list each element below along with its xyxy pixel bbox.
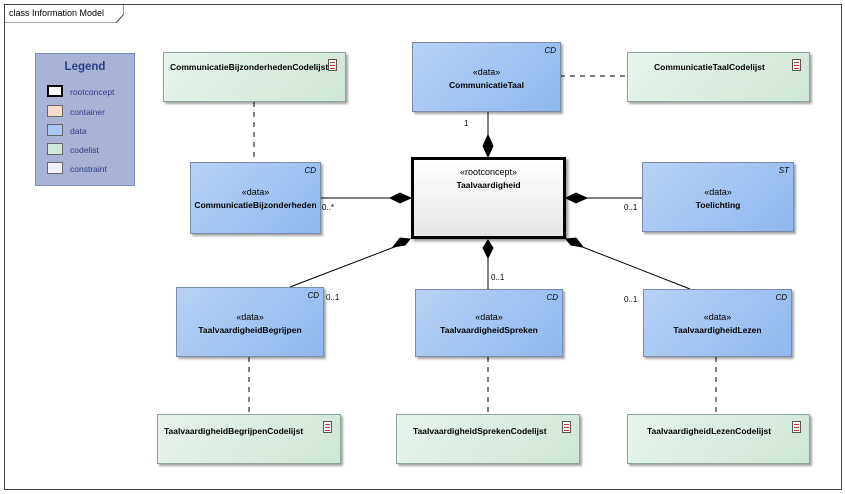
multiplicity-communicatie-bijzonderheden: 0..* [322,203,335,212]
document-icon [792,59,801,71]
stereotype-label: «data» [472,67,501,77]
legend-title: Legend [64,61,106,73]
multiplicity-begrijpen: 0..1 [326,293,340,302]
class-name: CommunicatieTaal [449,80,524,90]
type-tag: CD [546,293,558,302]
codelist-spreken[interactable]: TaalvaardigheidSprekenCodelijst [396,414,580,464]
multiplicity-toelichting: 0..1 [624,203,638,212]
class-name: TaalvaardigheidSpreken [440,325,538,335]
frame-tab [4,4,124,23]
composition-diamond-top [482,133,494,159]
legend-label-codelist: codelist [70,145,99,155]
type-tag: CD [307,291,319,300]
legend-label-rootconcept: rootconcept [70,87,115,97]
class-name: CommunicatieBijzonderheden [194,200,317,210]
codelist-lezen[interactable]: TaalvaardigheidLezenCodelijst [627,414,810,464]
codelist-name: TaalvaardigheidSprekenCodelijst [413,426,547,436]
type-tag: CD [775,293,787,302]
legend-swatch-constraint [47,162,63,174]
multiplicity-communicatie-taal: 1 [464,119,469,128]
stereotype-label: «data» [236,312,264,322]
multiplicity-spreken: 0..1 [491,273,505,282]
legend-swatch-rootconcept [47,85,63,97]
assoc-begrijpen [289,245,398,288]
codelist-name: CommunicatieBijzonderhedenCodelijst [170,62,329,72]
stereotype-label: «data» [475,312,503,322]
composition-diamond-right [564,192,589,204]
legend-swatch-container [47,105,63,117]
type-tag: ST [778,166,789,175]
codelist-communicatie-taal[interactable]: CommunicatieTaalCodelijst [627,52,810,102]
type-tag: CD [544,46,556,55]
legend-swatch-codelist [47,143,63,155]
document-icon [562,421,571,433]
legend-swatch-data [47,124,63,136]
stereotype-label: «data» [704,187,732,197]
composition-diamond-left [388,192,413,204]
class-communicatie-bijzonderheden[interactable]: CD «data» CommunicatieBijzonderheden [190,162,321,234]
codelist-name: CommunicatieTaalCodelijst [654,62,765,72]
class-taalvaardigheid-root[interactable]: «rootconcept» Taalvaardigheid [411,157,566,239]
codelist-name: TaalvaardigheidLezenCodelijst [647,426,772,436]
document-icon [792,421,801,433]
diagram-frame [4,4,842,490]
frame-title: class Information Model [9,8,105,18]
class-name: TaalvaardigheidBegrijpen [198,325,302,335]
composition-diamond-bottom [482,239,494,260]
legend-label-constraint: constraint [70,164,107,174]
class-taalvaardigheid-begrijpen[interactable]: CD «data» TaalvaardigheidBegrijpen [176,287,324,357]
class-communicatie-taal[interactable]: CD «data» CommunicatieTaal [412,42,561,112]
codelist-name: TaalvaardigheidBegrijpenCodelijst [164,426,304,436]
class-taalvaardigheid-lezen[interactable]: CD «data» TaalvaardigheidLezen [643,289,792,357]
class-name: Taalvaardigheid [456,180,521,190]
class-name: TaalvaardigheidLezen [673,325,762,335]
composition-diamond-bottom-right [565,237,585,248]
stereotype-label: «data» [241,187,270,197]
composition-diamond-bottom-left [391,237,411,248]
document-icon [328,59,337,71]
codelist-begrijpen[interactable]: TaalvaardigheidBegrijpenCodelijst [157,414,341,464]
document-icon [323,421,332,433]
legend-label-container: container [70,107,105,117]
legend-label-data: data [70,126,87,136]
multiplicity-lezen: 0..1 [624,295,638,304]
stereotype-label: «rootconcept» [459,167,518,177]
type-tag: CD [304,166,316,175]
legend: Legend rootconcept container data codeli… [35,53,135,186]
stereotype-label: «data» [703,312,732,322]
codelist-communicatie-bijzonderheden[interactable]: CommunicatieBijzonderhedenCodelijst [163,52,346,102]
assoc-lezen [579,245,691,290]
class-toelichting[interactable]: ST «data» Toelichting [642,162,794,232]
class-name: Toelichting [695,200,741,210]
class-taalvaardigheid-spreken[interactable]: CD «data» TaalvaardigheidSpreken [415,289,563,357]
